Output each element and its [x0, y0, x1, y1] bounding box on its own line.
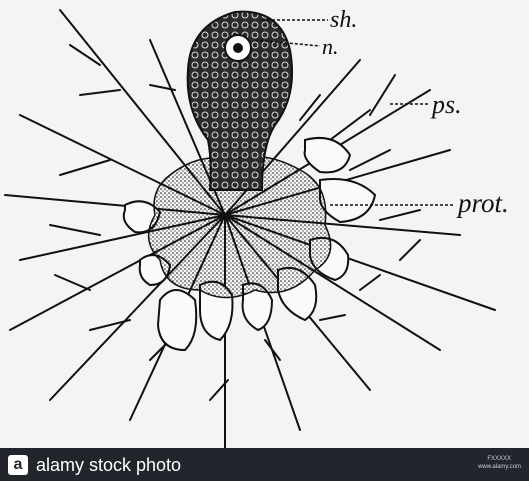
- image-url-text: www.alamy.com: [478, 464, 521, 471]
- image-id-text: FXXXXX: [487, 456, 511, 463]
- sheath-label: sh.: [330, 8, 357, 32]
- alamy-logo-icon: a: [8, 455, 28, 475]
- organism-drawing: [0, 0, 529, 448]
- nucleus-label: n.: [322, 36, 339, 58]
- watermark-footer: a alamy stock photo FXXXXX www.alamy.com: [0, 448, 529, 481]
- pseudopodia-label: ps.: [432, 92, 462, 118]
- brand-text: alamy stock photo: [36, 454, 181, 476]
- protoplasm-label: prot.: [458, 190, 509, 217]
